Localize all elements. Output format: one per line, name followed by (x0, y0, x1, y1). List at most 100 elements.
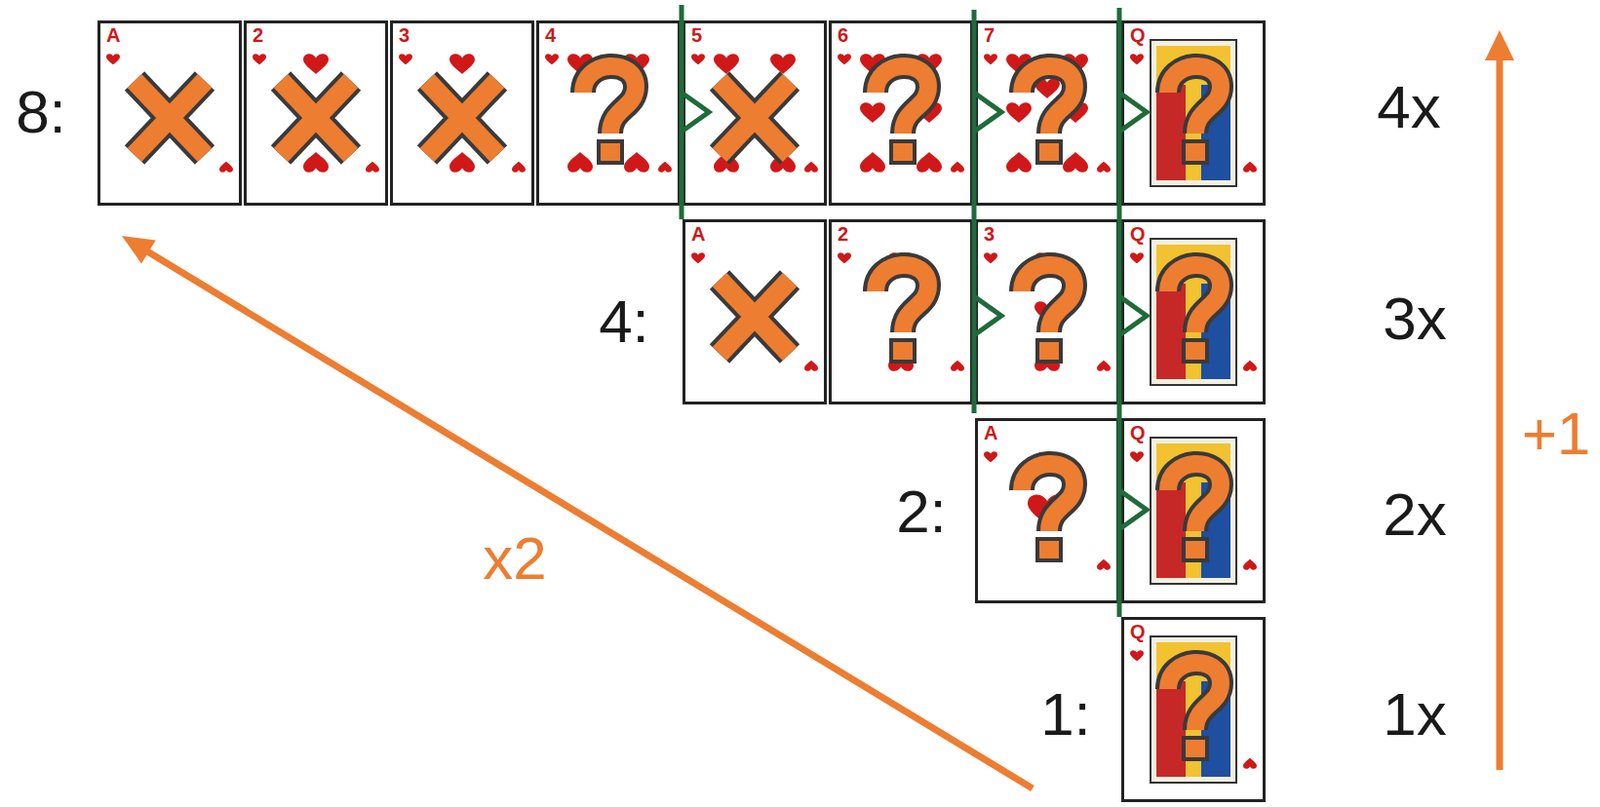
playing-card: 2 (828, 219, 974, 405)
up-arrow-head (1484, 30, 1515, 61)
label-holder: 1: (1040, 684, 1092, 745)
heart-pip (837, 252, 852, 264)
card-art (246, 23, 386, 203)
playing-card: A (97, 20, 242, 206)
question-mark (1168, 66, 1221, 163)
divider-chevron (1119, 490, 1147, 530)
label-holder: 8: (15, 81, 67, 143)
heart-pip (1130, 252, 1144, 264)
divider-chevron (1119, 92, 1147, 132)
heart-pip (950, 360, 965, 372)
question-mark (1021, 464, 1075, 561)
cross-mark (719, 279, 790, 354)
multiplier-label: 4x (1376, 73, 1441, 141)
question-mark (1021, 66, 1075, 163)
card-rank: A (691, 224, 705, 244)
question-mark (1021, 265, 1075, 362)
heart-pip (983, 451, 998, 463)
card-art (539, 23, 678, 203)
label-holder: 2: (896, 481, 947, 543)
card-art (831, 222, 971, 402)
heart-pip (449, 53, 475, 75)
multiplier-label: 3x (1382, 284, 1446, 352)
heart-pip (1130, 451, 1144, 463)
divider-chevron (974, 92, 1002, 132)
heart-pip (804, 161, 819, 173)
face-frame (1150, 39, 1237, 187)
heart-pip (1096, 559, 1111, 571)
label-holder: 4: (598, 291, 650, 352)
heart-pip (804, 360, 819, 372)
question-mark (875, 265, 929, 362)
heart-pip (1243, 758, 1257, 770)
cross-mark (719, 80, 790, 156)
heart-pip (303, 53, 329, 75)
label-holder: 3x (1382, 288, 1446, 350)
heart-pip (1130, 53, 1144, 65)
card-rank: 7 (983, 25, 995, 45)
heart-pip (658, 161, 672, 173)
arrow-label: +1 (1521, 399, 1592, 468)
heart-pip (1243, 161, 1257, 173)
heart-pip (106, 53, 120, 65)
label-holder: +1 (1521, 403, 1592, 465)
label-holder: 1x (1382, 684, 1446, 745)
heart-pip (950, 161, 965, 173)
question-mark (875, 66, 929, 163)
multiplier-label: 2x (1382, 480, 1446, 548)
heart-pip (567, 152, 593, 173)
heart-pip (545, 53, 559, 65)
heart-pip (449, 152, 475, 173)
card-rank: Q (1130, 224, 1146, 244)
heart-pip (837, 53, 852, 65)
heart-pip (691, 53, 705, 65)
heart-pip (219, 161, 234, 173)
playing-card: 6 (828, 20, 974, 206)
card-rank: Q (1130, 25, 1146, 45)
card-art (1124, 620, 1263, 800)
card-rank: 5 (691, 25, 703, 45)
card-rank: 3 (398, 25, 410, 45)
cross-mark (280, 80, 352, 156)
divider-chevron (681, 92, 709, 132)
playing-card: A (682, 219, 827, 405)
cross-mark (427, 80, 498, 156)
card-rank: 2 (252, 25, 264, 45)
heart-pip (859, 102, 886, 123)
multiplier-label: 1x (1382, 680, 1446, 748)
heart-pip (1243, 360, 1257, 372)
divider-line (972, 9, 977, 414)
heart-pip (1006, 152, 1032, 173)
heart-pip (511, 161, 526, 173)
card-rank: Q (1130, 423, 1146, 443)
question-mark (583, 66, 636, 163)
card-art (100, 23, 239, 203)
heart-pip (1096, 360, 1111, 372)
divider-line (679, 4, 685, 220)
card-rank: 4 (545, 25, 556, 45)
heart-pip (691, 252, 705, 264)
label-holder: 4x (1376, 77, 1441, 138)
card-art (392, 23, 532, 203)
question-mark (1168, 265, 1221, 362)
label-holder: 2x (1382, 484, 1446, 546)
playing-card: 2 (243, 20, 389, 206)
heart-pip (1096, 161, 1111, 173)
heart-pip (1243, 559, 1257, 571)
heart-pip (983, 252, 998, 264)
diagonal-arrow-head (121, 235, 157, 265)
card-rank: Q (1130, 622, 1146, 642)
card-art (977, 421, 1117, 601)
row-size-label: 1: (1040, 680, 1092, 748)
playing-card: A (975, 418, 1120, 604)
face-frame (1150, 437, 1237, 585)
heart-pip (713, 53, 740, 75)
playing-card: 3 (390, 20, 535, 206)
divider-chevron (1119, 296, 1147, 336)
card-rank: A (983, 423, 998, 443)
cross-mark (134, 80, 205, 156)
card-rank: 3 (983, 224, 995, 244)
arrow-label: x2 (482, 524, 547, 592)
